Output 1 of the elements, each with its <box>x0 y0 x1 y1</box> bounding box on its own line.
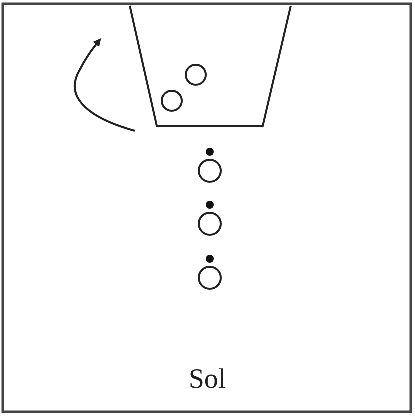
court-label: Sol <box>188 364 226 396</box>
